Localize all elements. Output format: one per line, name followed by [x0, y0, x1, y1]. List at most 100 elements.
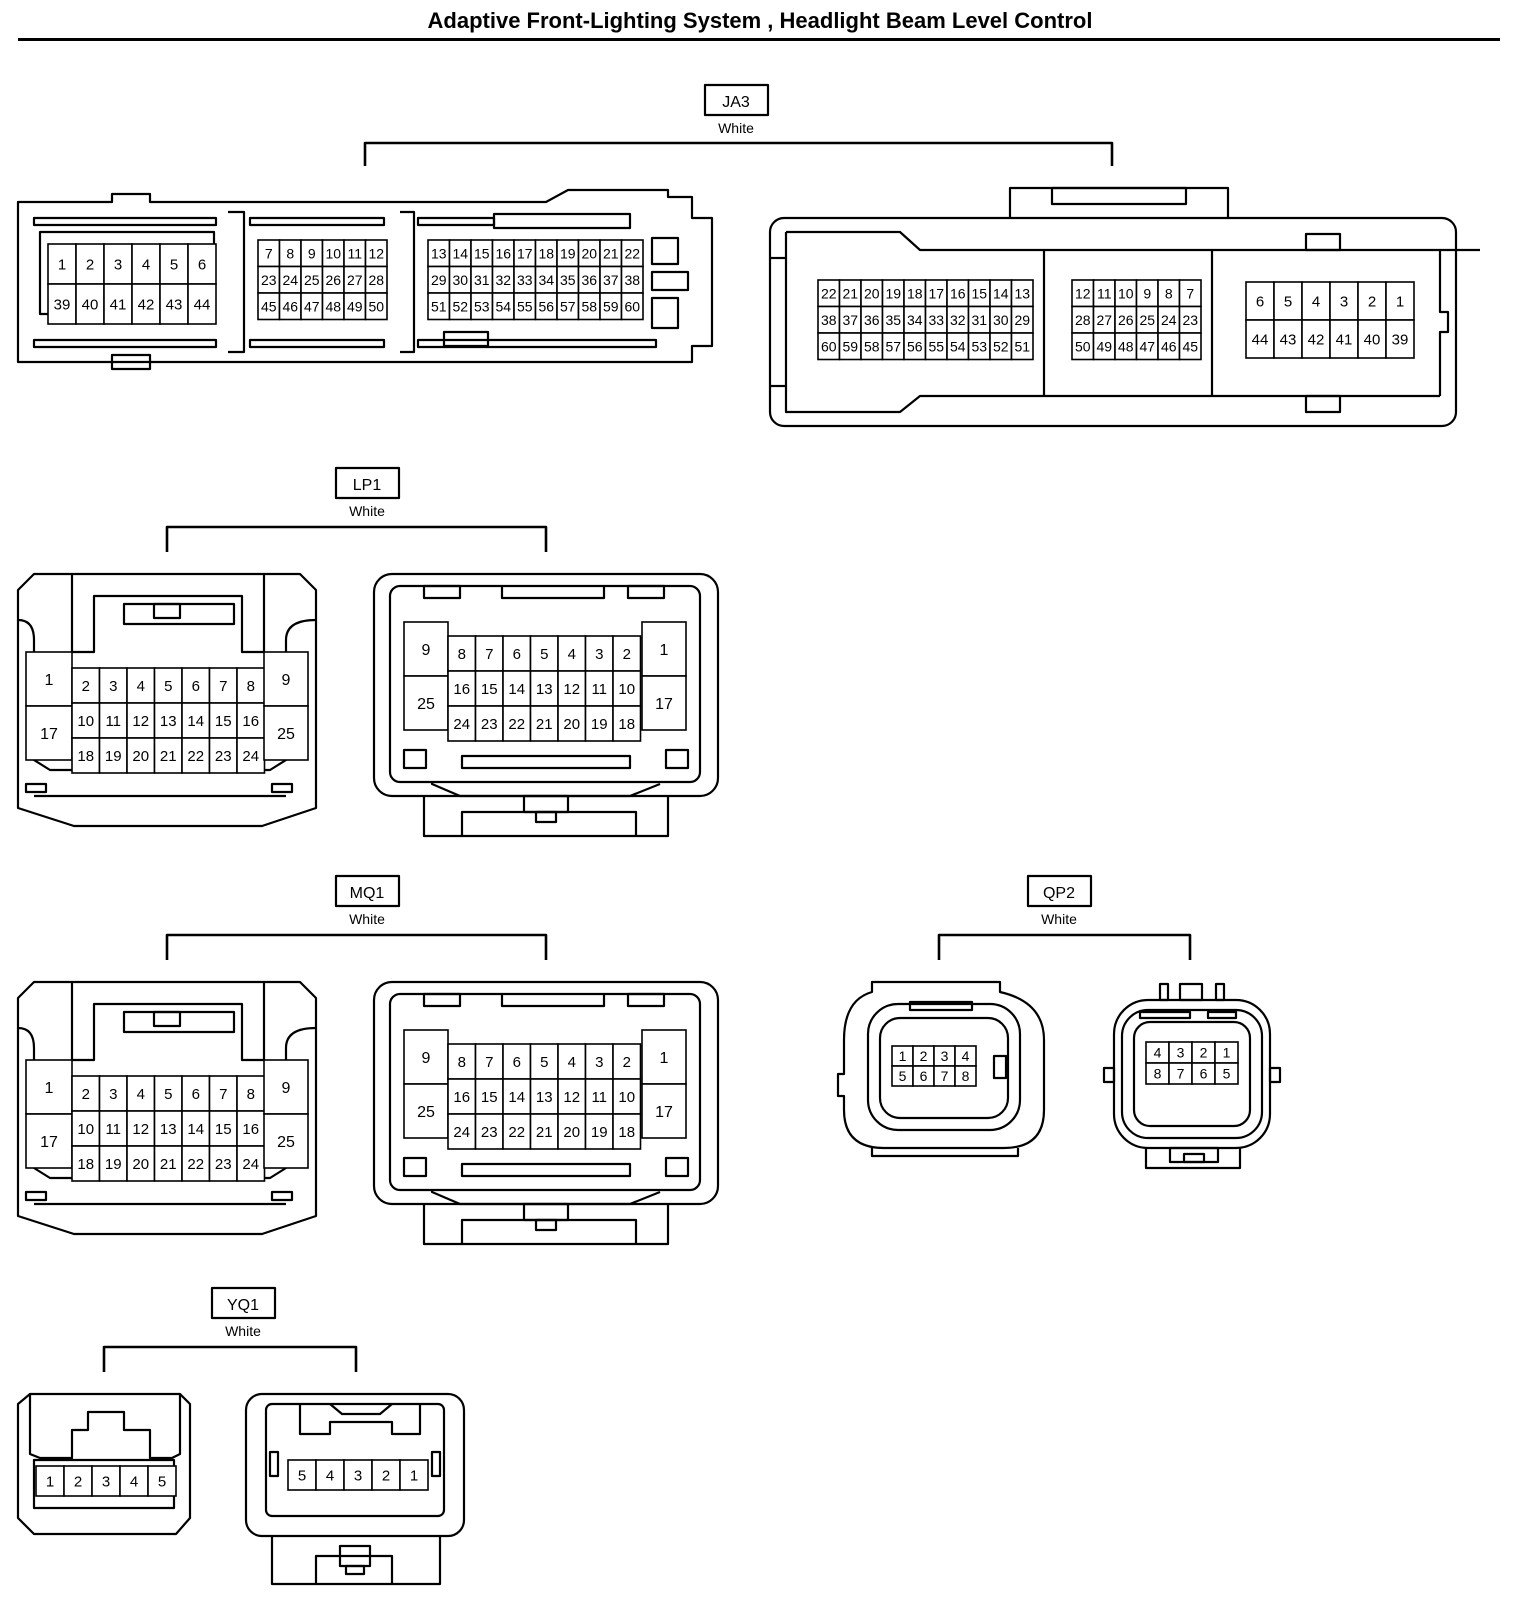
pin-cell	[236, 737, 266, 774]
pin-number: 31	[971, 312, 987, 328]
pin-number: 22	[187, 748, 204, 765]
pin-cell	[1273, 319, 1303, 359]
pin-number: 9	[422, 642, 431, 659]
pin-number: 13	[160, 1121, 177, 1138]
pin-number: 4	[962, 1048, 970, 1064]
pin-number: 35	[560, 272, 576, 288]
pin-cell	[1301, 281, 1331, 321]
pin-cell	[1385, 281, 1415, 321]
pin-number: 55	[928, 338, 944, 354]
pin-cell	[126, 1145, 156, 1182]
pin-cell	[474, 1078, 504, 1115]
pin-number: 12	[563, 681, 580, 698]
pin-number: 4	[326, 1467, 334, 1484]
pin-number: 25	[417, 1104, 435, 1121]
pin-number: 16	[242, 713, 259, 730]
pin-cell	[98, 737, 128, 774]
pin-number: 5	[899, 1068, 907, 1084]
pin-number: 45	[261, 298, 277, 314]
pin-number: 21	[842, 285, 858, 301]
pin-number: 2	[1200, 1045, 1208, 1061]
pin-number: 30	[452, 272, 468, 288]
pin-cell	[529, 635, 559, 672]
pin-number: 19	[885, 285, 901, 301]
pin-number: 9	[1143, 285, 1151, 301]
pin-cell	[126, 737, 156, 774]
pin-number: 18	[538, 245, 554, 261]
pin-number: 7	[1186, 285, 1194, 301]
pin-number: 8	[247, 678, 255, 695]
pin-number: 23	[215, 748, 232, 765]
pin-number: 8	[1154, 1066, 1162, 1082]
pin-number: 16	[453, 1089, 470, 1106]
pin-cell	[529, 1078, 559, 1115]
pin-number: 43	[166, 296, 183, 313]
pin-cell	[1273, 281, 1303, 321]
pin-number: 15	[971, 285, 987, 301]
pin-number: 7	[1177, 1066, 1185, 1082]
pin-number: 4	[130, 1473, 138, 1490]
qp2-code-label: QP2	[1043, 885, 1075, 902]
pin-number: 17	[928, 285, 944, 301]
pin-number: 21	[536, 1124, 553, 1141]
qp2-male-housing	[1102, 982, 1282, 1170]
pin-number: 12	[563, 1089, 580, 1106]
pin-number: 2	[74, 1473, 82, 1490]
pin-cell	[447, 1043, 477, 1080]
pin-number: 11	[1097, 285, 1112, 301]
pin-number: 17	[655, 696, 673, 713]
pin-cell	[557, 705, 587, 742]
pin-number: 15	[215, 713, 232, 730]
pin-number: 5	[540, 646, 548, 663]
pin-number: 40	[82, 296, 99, 313]
mq1-bracket	[165, 933, 548, 960]
pin-number: 5	[164, 1086, 172, 1103]
pin-number: 16	[242, 1121, 259, 1138]
pin-cell	[263, 1059, 309, 1115]
pin-number: 13	[160, 713, 177, 730]
pin-number: 6	[513, 1054, 521, 1071]
pin-number: 48	[325, 298, 341, 314]
pin-number: 4	[568, 646, 576, 663]
pin-cell	[126, 667, 156, 704]
pin-number: 37	[603, 272, 619, 288]
pin-number: 11	[347, 245, 362, 261]
yq1-color-label: White	[225, 1323, 261, 1339]
mq1-label-box	[334, 874, 401, 908]
diagram-title: Adaptive Front-Lighting System , Headlig…	[427, 8, 1093, 33]
pin-cell	[126, 702, 156, 739]
pin-number: 15	[474, 245, 490, 261]
lp1-code-label: LP1	[353, 477, 382, 494]
pin-number: 6	[513, 646, 521, 663]
pin-number: 4	[137, 678, 145, 695]
pin-number: 5	[170, 256, 178, 273]
pin-number: 22	[624, 245, 640, 261]
pin-number: 2	[1368, 293, 1376, 310]
pin-number: 18	[618, 1124, 635, 1141]
pin-cell	[263, 651, 309, 707]
lp1-female-housing	[16, 572, 318, 828]
pin-cell	[263, 705, 309, 761]
pin-number: 14	[993, 285, 1009, 301]
pin-number: 2	[82, 678, 90, 695]
pin-number: 55	[517, 298, 533, 314]
pin-number: 5	[1223, 1066, 1231, 1082]
pin-number: 1	[46, 1473, 54, 1490]
pin-number: 1	[660, 1050, 669, 1067]
pin-number: 53	[474, 298, 490, 314]
pin-cell	[1010, 332, 1034, 361]
pin-number: 10	[325, 245, 341, 261]
pin-number: 12	[1075, 285, 1091, 301]
pin-number: 2	[382, 1467, 390, 1484]
yq1-bracket	[102, 1345, 358, 1372]
mq1-male-housing	[372, 980, 720, 1246]
pin-number: 21	[160, 1156, 177, 1173]
pin-number: 15	[481, 1089, 498, 1106]
pin-cell	[91, 1465, 121, 1497]
pin-number: 52	[993, 338, 1009, 354]
pin-cell	[502, 1043, 532, 1080]
pin-cell	[47, 283, 77, 325]
pin-number: 56	[538, 298, 554, 314]
pin-number: 28	[1075, 312, 1091, 328]
pin-number: 50	[1075, 338, 1091, 354]
